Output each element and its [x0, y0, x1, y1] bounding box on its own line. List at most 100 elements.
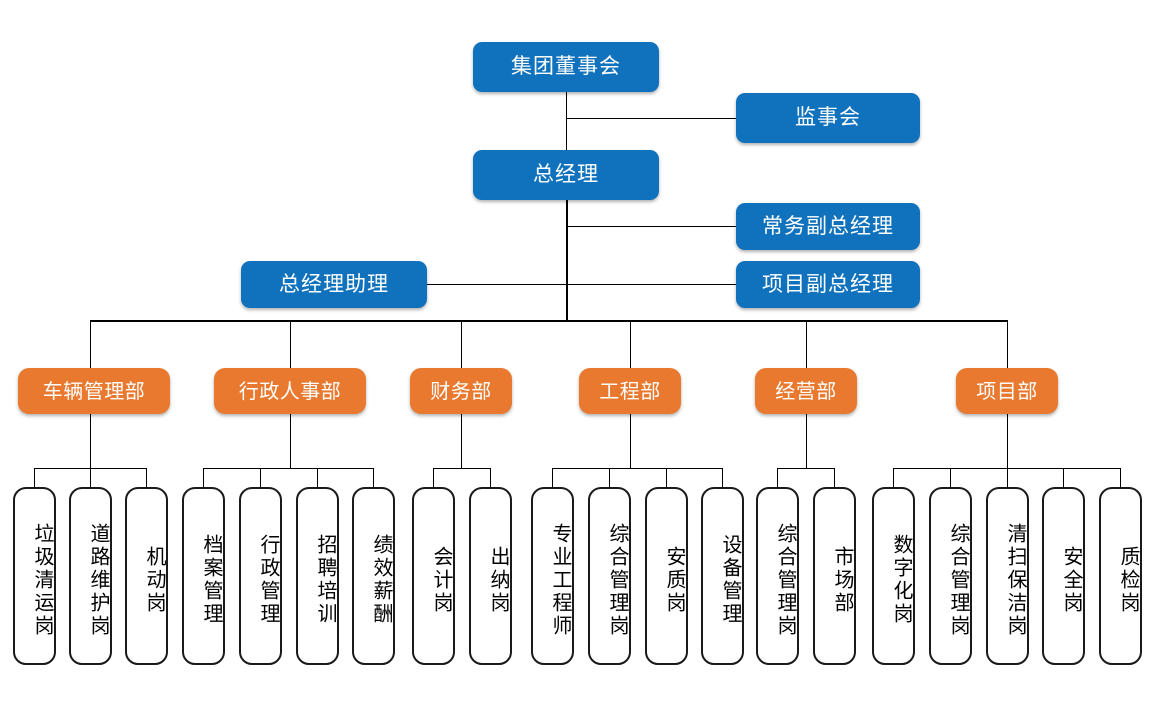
- leaf-node-position[interactable]: 质检岗: [1099, 487, 1142, 665]
- dept-node-engineering[interactable]: 工程部: [579, 368, 681, 414]
- leaf-label: 绩效薪酬: [370, 534, 394, 626]
- connector-leaf-drop: [609, 468, 610, 488]
- connector-leaf-drop: [1120, 468, 1121, 488]
- leaf-node-position[interactable]: 综合管理岗: [756, 487, 799, 665]
- connector-leaf-drop: [90, 468, 91, 488]
- dept-node-project[interactable]: 项目部: [956, 368, 1058, 414]
- leaf-node-position[interactable]: 安质岗: [645, 487, 688, 665]
- node-label: 总经理助理: [279, 271, 389, 296]
- leaf-label: 清扫保洁岗: [1004, 522, 1028, 638]
- node-gm-assistant[interactable]: 总经理助理: [241, 261, 427, 308]
- node-project-deputy-gm[interactable]: 项目副总经理: [736, 261, 920, 308]
- leaf-label: 招聘培训: [314, 534, 338, 626]
- connector-leaf-drop: [722, 468, 723, 488]
- connector-leaf-drop: [146, 468, 147, 488]
- dept-label: 项目部: [976, 379, 1038, 403]
- connector-leaf-drop: [777, 468, 778, 488]
- connector-bus-to-dept-2: [290, 320, 291, 368]
- connector-leaf-drop: [373, 468, 374, 488]
- leaf-label: 道路维护岗: [87, 522, 111, 638]
- leaf-label: 综合管理岗: [774, 522, 798, 638]
- leaf-node-position[interactable]: 市场部: [813, 487, 856, 665]
- node-executive-deputy-gm[interactable]: 常务副总经理: [736, 203, 920, 250]
- node-board-of-directors[interactable]: 集团董事会: [473, 42, 659, 92]
- leaf-label: 机动岗: [143, 545, 167, 615]
- leaf-label: 综合管理岗: [947, 522, 971, 638]
- leaf-label: 出纳岗: [487, 545, 511, 615]
- dept-label: 行政人事部: [238, 379, 342, 403]
- connector-dept-2-down: [290, 414, 291, 468]
- connector-dept-4-down: [630, 414, 631, 468]
- group-bus-2: [203, 468, 373, 469]
- leaf-node-position[interactable]: 数字化岗: [872, 487, 915, 665]
- group-bus-3: [433, 468, 490, 469]
- leaf-node-position[interactable]: 绩效薪酬: [352, 487, 395, 665]
- node-general-manager[interactable]: 总经理: [473, 150, 659, 200]
- dept-node-admin-hr[interactable]: 行政人事部: [214, 368, 366, 414]
- connector-leaf-drop: [260, 468, 261, 488]
- leaf-node-position[interactable]: 机动岗: [125, 487, 168, 665]
- dept-label: 经营部: [775, 379, 837, 403]
- leaf-node-position[interactable]: 安全岗: [1042, 487, 1085, 665]
- leaf-label: 行政管理: [257, 534, 281, 626]
- dept-node-finance[interactable]: 财务部: [410, 368, 512, 414]
- leaf-label: 质检岗: [1117, 545, 1141, 615]
- leaf-node-position[interactable]: 综合管理岗: [588, 487, 631, 665]
- leaf-node-position[interactable]: 行政管理: [239, 487, 282, 665]
- connector-gm-to-executive-deputy: [566, 226, 736, 227]
- connector-leaf-drop: [552, 468, 553, 488]
- connector-gm-to-assistant: [427, 284, 566, 285]
- connector-leaf-drop: [834, 468, 835, 488]
- leaf-label: 垃圾清运岗: [31, 522, 55, 638]
- connector-gm-spine-to-supervisory: [566, 118, 736, 119]
- leaf-node-position[interactable]: 专业工程师: [531, 487, 574, 665]
- connector-dept-6-down: [1007, 414, 1008, 468]
- connector-dept-5-down: [806, 414, 807, 468]
- connector-bus-to-dept-6: [1007, 320, 1008, 368]
- connector-leaf-drop: [893, 468, 894, 488]
- connector-bus-to-dept-5: [806, 320, 807, 368]
- leaf-node-position[interactable]: 综合管理岗: [929, 487, 972, 665]
- leaf-node-position[interactable]: 道路维护岗: [69, 487, 112, 665]
- connector-bus-to-dept-4: [630, 320, 631, 368]
- connector-bus-to-dept-1: [90, 320, 91, 368]
- connector-dept-1-down: [90, 414, 91, 468]
- leaf-node-position[interactable]: 清扫保洁岗: [986, 487, 1029, 665]
- connector-leaf-drop: [950, 468, 951, 488]
- leaf-node-position[interactable]: 出纳岗: [469, 487, 512, 665]
- group-bus-5: [777, 468, 834, 469]
- dept-node-operations[interactable]: 经营部: [755, 368, 857, 414]
- connector-bus-to-dept-3: [461, 320, 462, 368]
- connector-board-to-gm: [566, 92, 567, 150]
- leaf-label: 数字化岗: [890, 534, 914, 626]
- leaf-label: 专业工程师: [549, 522, 573, 638]
- leaf-label: 档案管理: [200, 534, 224, 626]
- connector-leaf-drop: [1063, 468, 1064, 488]
- leaf-node-position[interactable]: 招聘培训: [296, 487, 339, 665]
- connector-dept-3-down: [461, 414, 462, 468]
- node-label: 集团董事会: [511, 54, 621, 79]
- leaf-label: 市场部: [831, 545, 855, 615]
- connector-leaf-drop: [490, 468, 491, 488]
- connector-leaf-drop: [203, 468, 204, 488]
- leaf-node-position[interactable]: 设备管理: [701, 487, 744, 665]
- node-label: 总经理: [533, 162, 599, 187]
- connector-leaf-drop: [317, 468, 318, 488]
- dept-label: 工程部: [599, 379, 661, 403]
- connector-gm-spine-down: [566, 200, 568, 321]
- connector-leaf-drop: [34, 468, 35, 488]
- group-bus-4: [552, 468, 722, 469]
- node-supervisory-board[interactable]: 监事会: [736, 93, 920, 143]
- connector-leaf-drop: [433, 468, 434, 488]
- dept-label: 财务部: [430, 379, 492, 403]
- leaf-node-position[interactable]: 会计岗: [412, 487, 455, 665]
- leaf-node-position[interactable]: 垃圾清运岗: [13, 487, 56, 665]
- leaf-node-position[interactable]: 档案管理: [182, 487, 225, 665]
- leaf-label: 安质岗: [663, 545, 687, 615]
- department-bus-line: [90, 320, 1008, 322]
- connector-gm-to-project-deputy: [566, 284, 736, 285]
- dept-node-vehicle-management[interactable]: 车辆管理部: [18, 368, 170, 414]
- node-label: 常务副总经理: [762, 213, 894, 238]
- node-label: 项目副总经理: [762, 271, 894, 296]
